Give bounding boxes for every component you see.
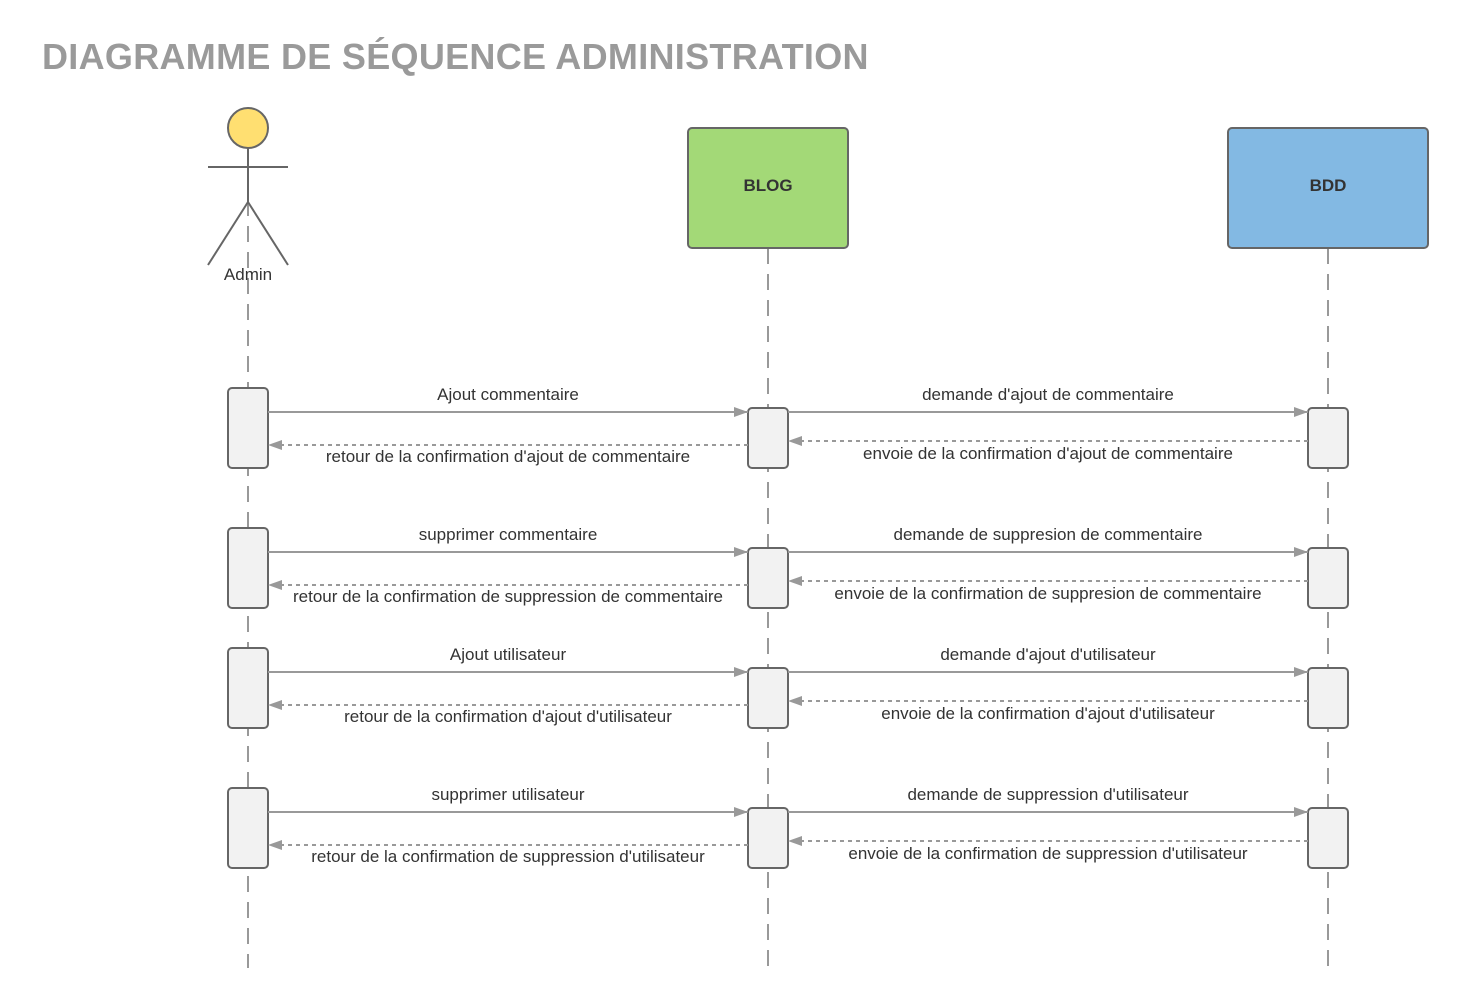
label-forward: demande de suppression d'utilisateur [907, 785, 1188, 804]
interaction-group: supprimer utilisateur demande de suppress… [227, 785, 1349, 869]
activation-admin [227, 387, 269, 469]
actor-leg-left [207, 201, 249, 266]
label-db-reply: envoie de la confirmation de suppresion … [834, 584, 1261, 603]
participant-blog-label: BLOG [743, 176, 792, 195]
activation-blog [747, 807, 789, 869]
label-reply: retour de la confirmation de suppression… [311, 847, 705, 866]
activation-bdd [1307, 807, 1349, 869]
label-db-reply: envoie de la confirmation de suppression… [848, 844, 1248, 863]
activation-admin [227, 647, 269, 729]
label-request: Ajout commentaire [437, 385, 579, 404]
label-reply: retour de la confirmation de suppression… [293, 587, 723, 606]
activation-blog [747, 547, 789, 609]
label-reply: retour de la confirmation d'ajout d'util… [344, 707, 672, 726]
label-request: supprimer utilisateur [431, 785, 584, 804]
label-forward: demande de suppresion de commentaire [893, 525, 1202, 544]
interaction-group: supprimer commentaire demande de suppresi… [227, 525, 1349, 609]
participant-bdd-label: BDD [1310, 176, 1347, 195]
activation-blog [747, 667, 789, 729]
activation-bdd [1307, 407, 1349, 469]
actor-label: Admin [224, 265, 272, 284]
actor-head [227, 107, 269, 149]
label-request: supprimer commentaire [419, 525, 598, 544]
interaction-group: Ajout utilisateur demande d'ajout d'utili… [227, 645, 1349, 729]
activation-bdd [1307, 667, 1349, 729]
label-reply: retour de la confirmation d'ajout de com… [326, 447, 690, 466]
label-db-reply: envoie de la confirmation d'ajout de com… [863, 444, 1233, 463]
activation-blog [747, 407, 789, 469]
activation-admin [227, 787, 269, 869]
label-request: Ajout utilisateur [450, 645, 567, 664]
diagram-title: DIAGRAMME DE SÉQUENCE ADMINISTRATION [42, 36, 869, 77]
label-forward: demande d'ajout de commentaire [922, 385, 1174, 404]
label-db-reply: envoie de la confirmation d'ajout d'util… [881, 704, 1215, 723]
label-forward: demande d'ajout d'utilisateur [940, 645, 1156, 664]
interaction-group: Ajout commentaire demande d'ajout de comm… [227, 385, 1349, 469]
actor-admin: Admin [207, 107, 289, 284]
participant-bdd-box [1227, 127, 1429, 249]
participant-blog: BLOG [687, 127, 849, 249]
participant-blog-box [687, 127, 849, 249]
activation-admin [227, 527, 269, 609]
activation-bdd [1307, 547, 1349, 609]
participant-bdd: BDD [1227, 127, 1429, 249]
actor-leg-right [247, 201, 289, 266]
